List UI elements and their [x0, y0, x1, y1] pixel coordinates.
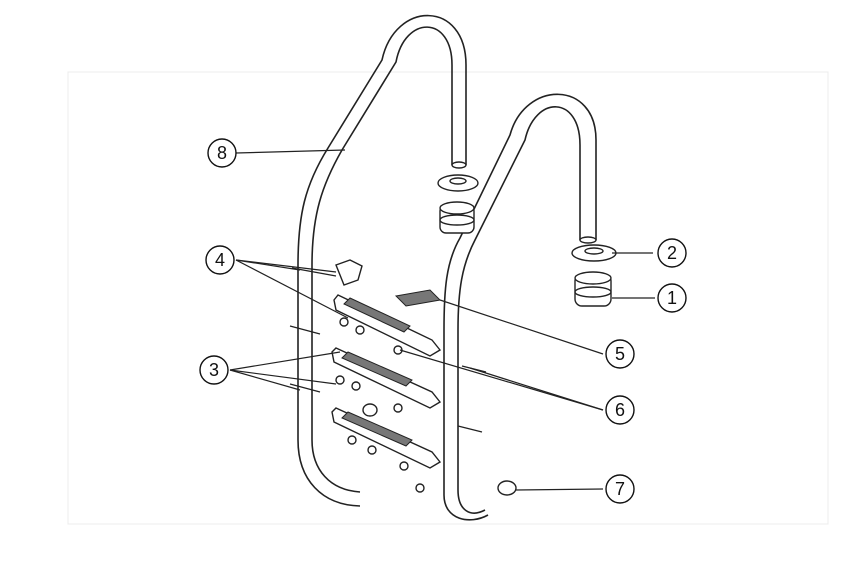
- callout-1: 1: [657, 283, 687, 313]
- callout-8-label: 8: [217, 143, 227, 163]
- leader-lines: [229, 149, 655, 491]
- step-middle: [331, 347, 442, 409]
- clamp-bracket: [291, 259, 363, 286]
- callout-6-label: 6: [615, 400, 625, 420]
- callout-4-label: 4: [215, 250, 225, 270]
- left-handrail: [297, 14, 467, 507]
- callout-5-label: 5: [615, 344, 625, 364]
- callout-1-label: 1: [667, 288, 677, 308]
- right-handrail: [443, 93, 597, 521]
- callout-5: 5: [605, 339, 635, 369]
- end-caps: [362, 403, 517, 496]
- scan-frame: [67, 71, 829, 525]
- callout-7: 7: [605, 474, 635, 504]
- callout-4: 4: [205, 245, 235, 275]
- callout-8: 8: [207, 138, 237, 168]
- callout-3-label: 3: [209, 360, 219, 380]
- bolts-and-nuts: [289, 317, 487, 493]
- left-flange-and-socket: [437, 174, 479, 234]
- step-bottom: [331, 407, 442, 469]
- callout-7-label: 7: [615, 479, 625, 499]
- callout-6: 6: [605, 395, 635, 425]
- callout-2: 2: [657, 238, 687, 268]
- right-flange-and-socket: [571, 244, 617, 307]
- non-slip-pad: [394, 289, 442, 307]
- step-top: [333, 294, 442, 357]
- callout-2-label: 2: [667, 243, 677, 263]
- callout-3: 3: [199, 355, 229, 385]
